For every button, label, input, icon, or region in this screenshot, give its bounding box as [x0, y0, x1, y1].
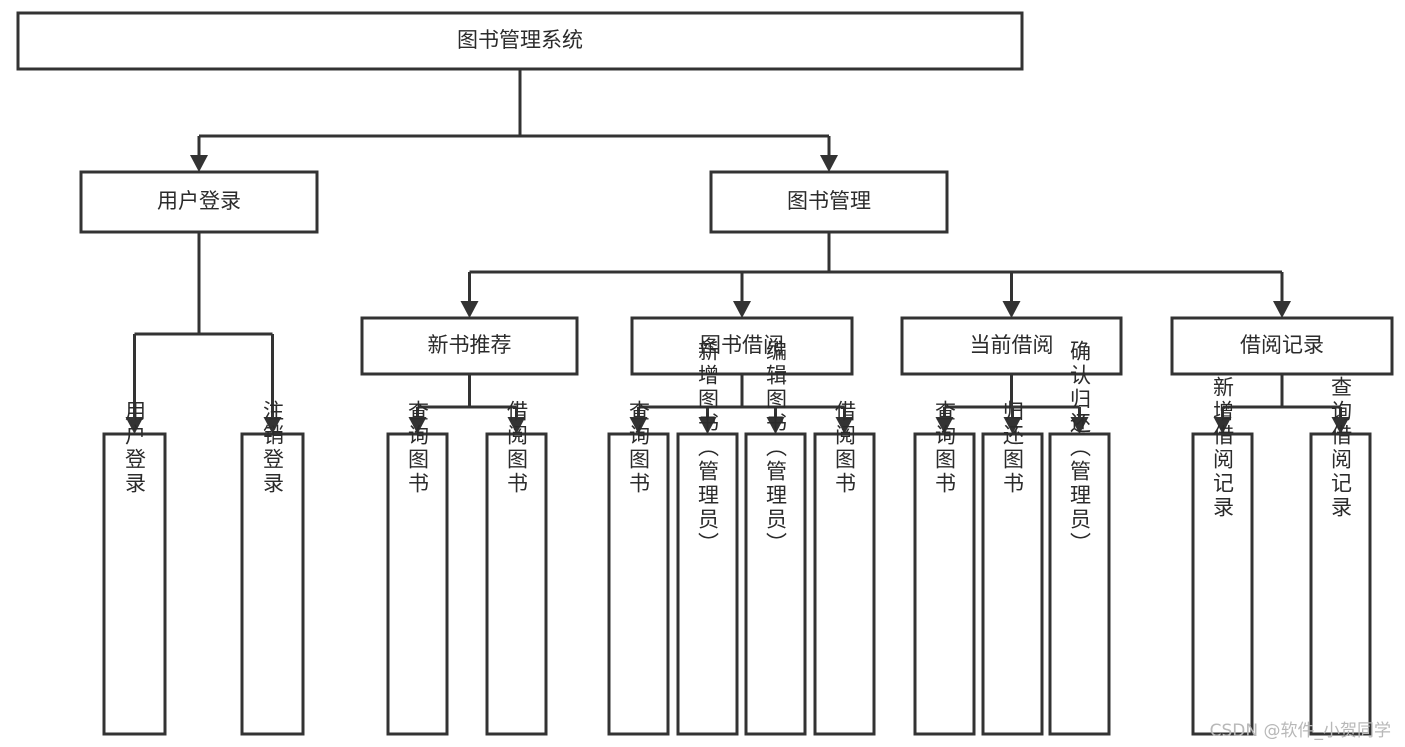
node-new-book-rec[interactable]: 新书推荐	[360, 316, 579, 376]
connector-arrow-head	[1331, 417, 1350, 434]
leaf-node-leaf-query-book-cur-label: 查询图书	[933, 400, 957, 496]
leaf-node-leaf-add-book-box[interactable]	[676, 432, 739, 736]
leaf-node-leaf-logout-box[interactable]	[240, 432, 305, 736]
leaf-node-leaf-query-record-label: 查询借阅记录	[1329, 376, 1353, 520]
watermark-text: CSDN @软件_小贺同学	[1209, 721, 1391, 741]
leaf-node-leaf-borrow-book[interactable]: 借阅图书	[813, 400, 876, 736]
leaf-node-leaf-query-book-cur-box[interactable]	[913, 432, 976, 736]
leaf-node-leaf-add-record[interactable]: 新增借阅记录	[1191, 376, 1254, 736]
leaf-node-leaf-borrow-book-rec-box[interactable]	[485, 432, 548, 736]
connector-arrow-head	[408, 417, 427, 434]
node-book-borrow-box[interactable]	[630, 316, 854, 376]
node-book-manage-label: 图书管理	[787, 189, 871, 213]
leaf-node-leaf-query-book-cur[interactable]: 查询图书	[913, 400, 976, 736]
leaf-node-leaf-borrow-book-box[interactable]	[813, 432, 876, 736]
leaf-node-leaf-return-book[interactable]: 归还图书	[981, 400, 1044, 736]
connector-arrow-head	[1003, 417, 1022, 434]
leaf-node-leaf-query-book-rec[interactable]: 查询图书	[386, 400, 449, 736]
leaf-node-leaf-add-book-label: 新增图书（管理员）	[696, 340, 720, 556]
connector-arrow-head	[1213, 417, 1232, 434]
leaf-node-leaf-user-login-label: 用户登录	[123, 400, 147, 496]
leaf-node-leaf-query-record[interactable]: 查询借阅记录	[1309, 376, 1372, 736]
leaf-node-leaf-edit-book-box[interactable]	[744, 432, 807, 736]
leaf-node-leaf-query-book-borrow[interactable]: 查询图书	[607, 400, 670, 736]
node-book-manage[interactable]: 图书管理	[709, 170, 949, 234]
leaf-node-leaf-confirm-return[interactable]: 确认归还（管理员）	[1048, 340, 1111, 736]
connector-arrow-head	[460, 301, 479, 318]
leaf-node-leaf-user-login-box[interactable]	[102, 432, 167, 736]
leaf-node-leaf-confirm-return-box[interactable]	[1048, 432, 1111, 736]
connector-arrow-head	[733, 301, 751, 318]
node-user-login[interactable]: 用户登录	[79, 170, 319, 234]
root-node-book-management-system-box[interactable]	[16, 11, 1024, 71]
node-user-login-label: 用户登录	[157, 189, 241, 213]
connector-arrow-head	[820, 155, 838, 172]
leaf-node-leaf-borrow-book-rec-label: 借阅图书	[505, 400, 529, 496]
connector-arrow-head	[835, 417, 854, 434]
connector-arrow-head	[263, 417, 282, 434]
connector-arrow-head	[1002, 301, 1021, 318]
node-borrow-record[interactable]: 借阅记录	[1170, 316, 1394, 376]
leaf-node-leaf-borrow-book-label: 借阅图书	[833, 400, 857, 496]
node-user-login-box[interactable]	[79, 170, 319, 234]
node-current-borrow[interactable]: 当前借阅	[900, 316, 1123, 376]
connector-arrow-head	[698, 417, 717, 434]
node-book-borrow[interactable]: 图书借阅	[630, 316, 854, 376]
node-current-borrow-box[interactable]	[900, 316, 1123, 376]
node-borrow-record-label: 借阅记录	[1240, 333, 1324, 357]
connector-arrow-head	[1273, 301, 1291, 318]
node-borrow-record-box[interactable]	[1170, 316, 1394, 376]
leaf-node-leaf-user-login[interactable]: 用户登录	[102, 400, 167, 736]
connector-arrow-head	[125, 417, 144, 434]
connector-arrow-head	[935, 417, 954, 434]
node-new-book-rec-label: 新书推荐	[428, 333, 512, 357]
node-book-manage-box[interactable]	[709, 170, 949, 234]
node-book-borrow-label: 图书借阅	[700, 333, 784, 357]
leaf-node-leaf-borrow-book-rec[interactable]: 借阅图书	[485, 400, 548, 736]
leaf-node-leaf-edit-book[interactable]: 编辑图书（管理员）	[744, 340, 807, 736]
leaf-node-leaf-query-book-rec-label: 查询图书	[406, 400, 430, 496]
leaf-node-leaf-query-record-box[interactable]	[1309, 432, 1372, 736]
connector-arrow-head	[1070, 417, 1089, 434]
connector-arrow-head	[190, 155, 208, 172]
node-layer: 图书管理系统用户登录图书管理新书推荐图书借阅当前借阅借阅记录用户登录注销登录查询…	[16, 11, 1394, 736]
node-current-borrow-label: 当前借阅	[970, 333, 1054, 357]
node-new-book-rec-box[interactable]	[360, 316, 579, 376]
connector-arrow-head	[766, 417, 785, 434]
leaf-node-leaf-add-record-label: 新增借阅记录	[1211, 376, 1235, 520]
leaf-node-leaf-add-book[interactable]: 新增图书（管理员）	[676, 340, 739, 736]
connector-arrow-head	[507, 417, 526, 434]
leaf-node-leaf-return-book-box[interactable]	[981, 432, 1044, 736]
connector-arrow-head	[629, 417, 648, 434]
root-node-book-management-system[interactable]: 图书管理系统	[16, 11, 1024, 71]
edge-layer	[125, 69, 1350, 434]
root-node-book-management-system-label: 图书管理系统	[457, 28, 583, 52]
leaf-node-leaf-query-book-borrow-box[interactable]	[607, 432, 670, 736]
leaf-node-leaf-edit-book-label: 编辑图书（管理员）	[764, 340, 788, 556]
leaf-node-leaf-add-record-box[interactable]	[1191, 432, 1254, 736]
leaf-node-leaf-query-book-rec-box[interactable]	[386, 432, 449, 736]
leaf-node-leaf-confirm-return-label: 确认归还（管理员）	[1068, 340, 1092, 556]
leaf-node-leaf-return-book-label: 归还图书	[1001, 400, 1025, 496]
leaf-node-leaf-logout[interactable]: 注销登录	[240, 400, 305, 736]
leaf-node-leaf-query-book-borrow-label: 查询图书	[627, 400, 651, 496]
leaf-node-leaf-logout-label: 注销登录	[261, 400, 285, 496]
